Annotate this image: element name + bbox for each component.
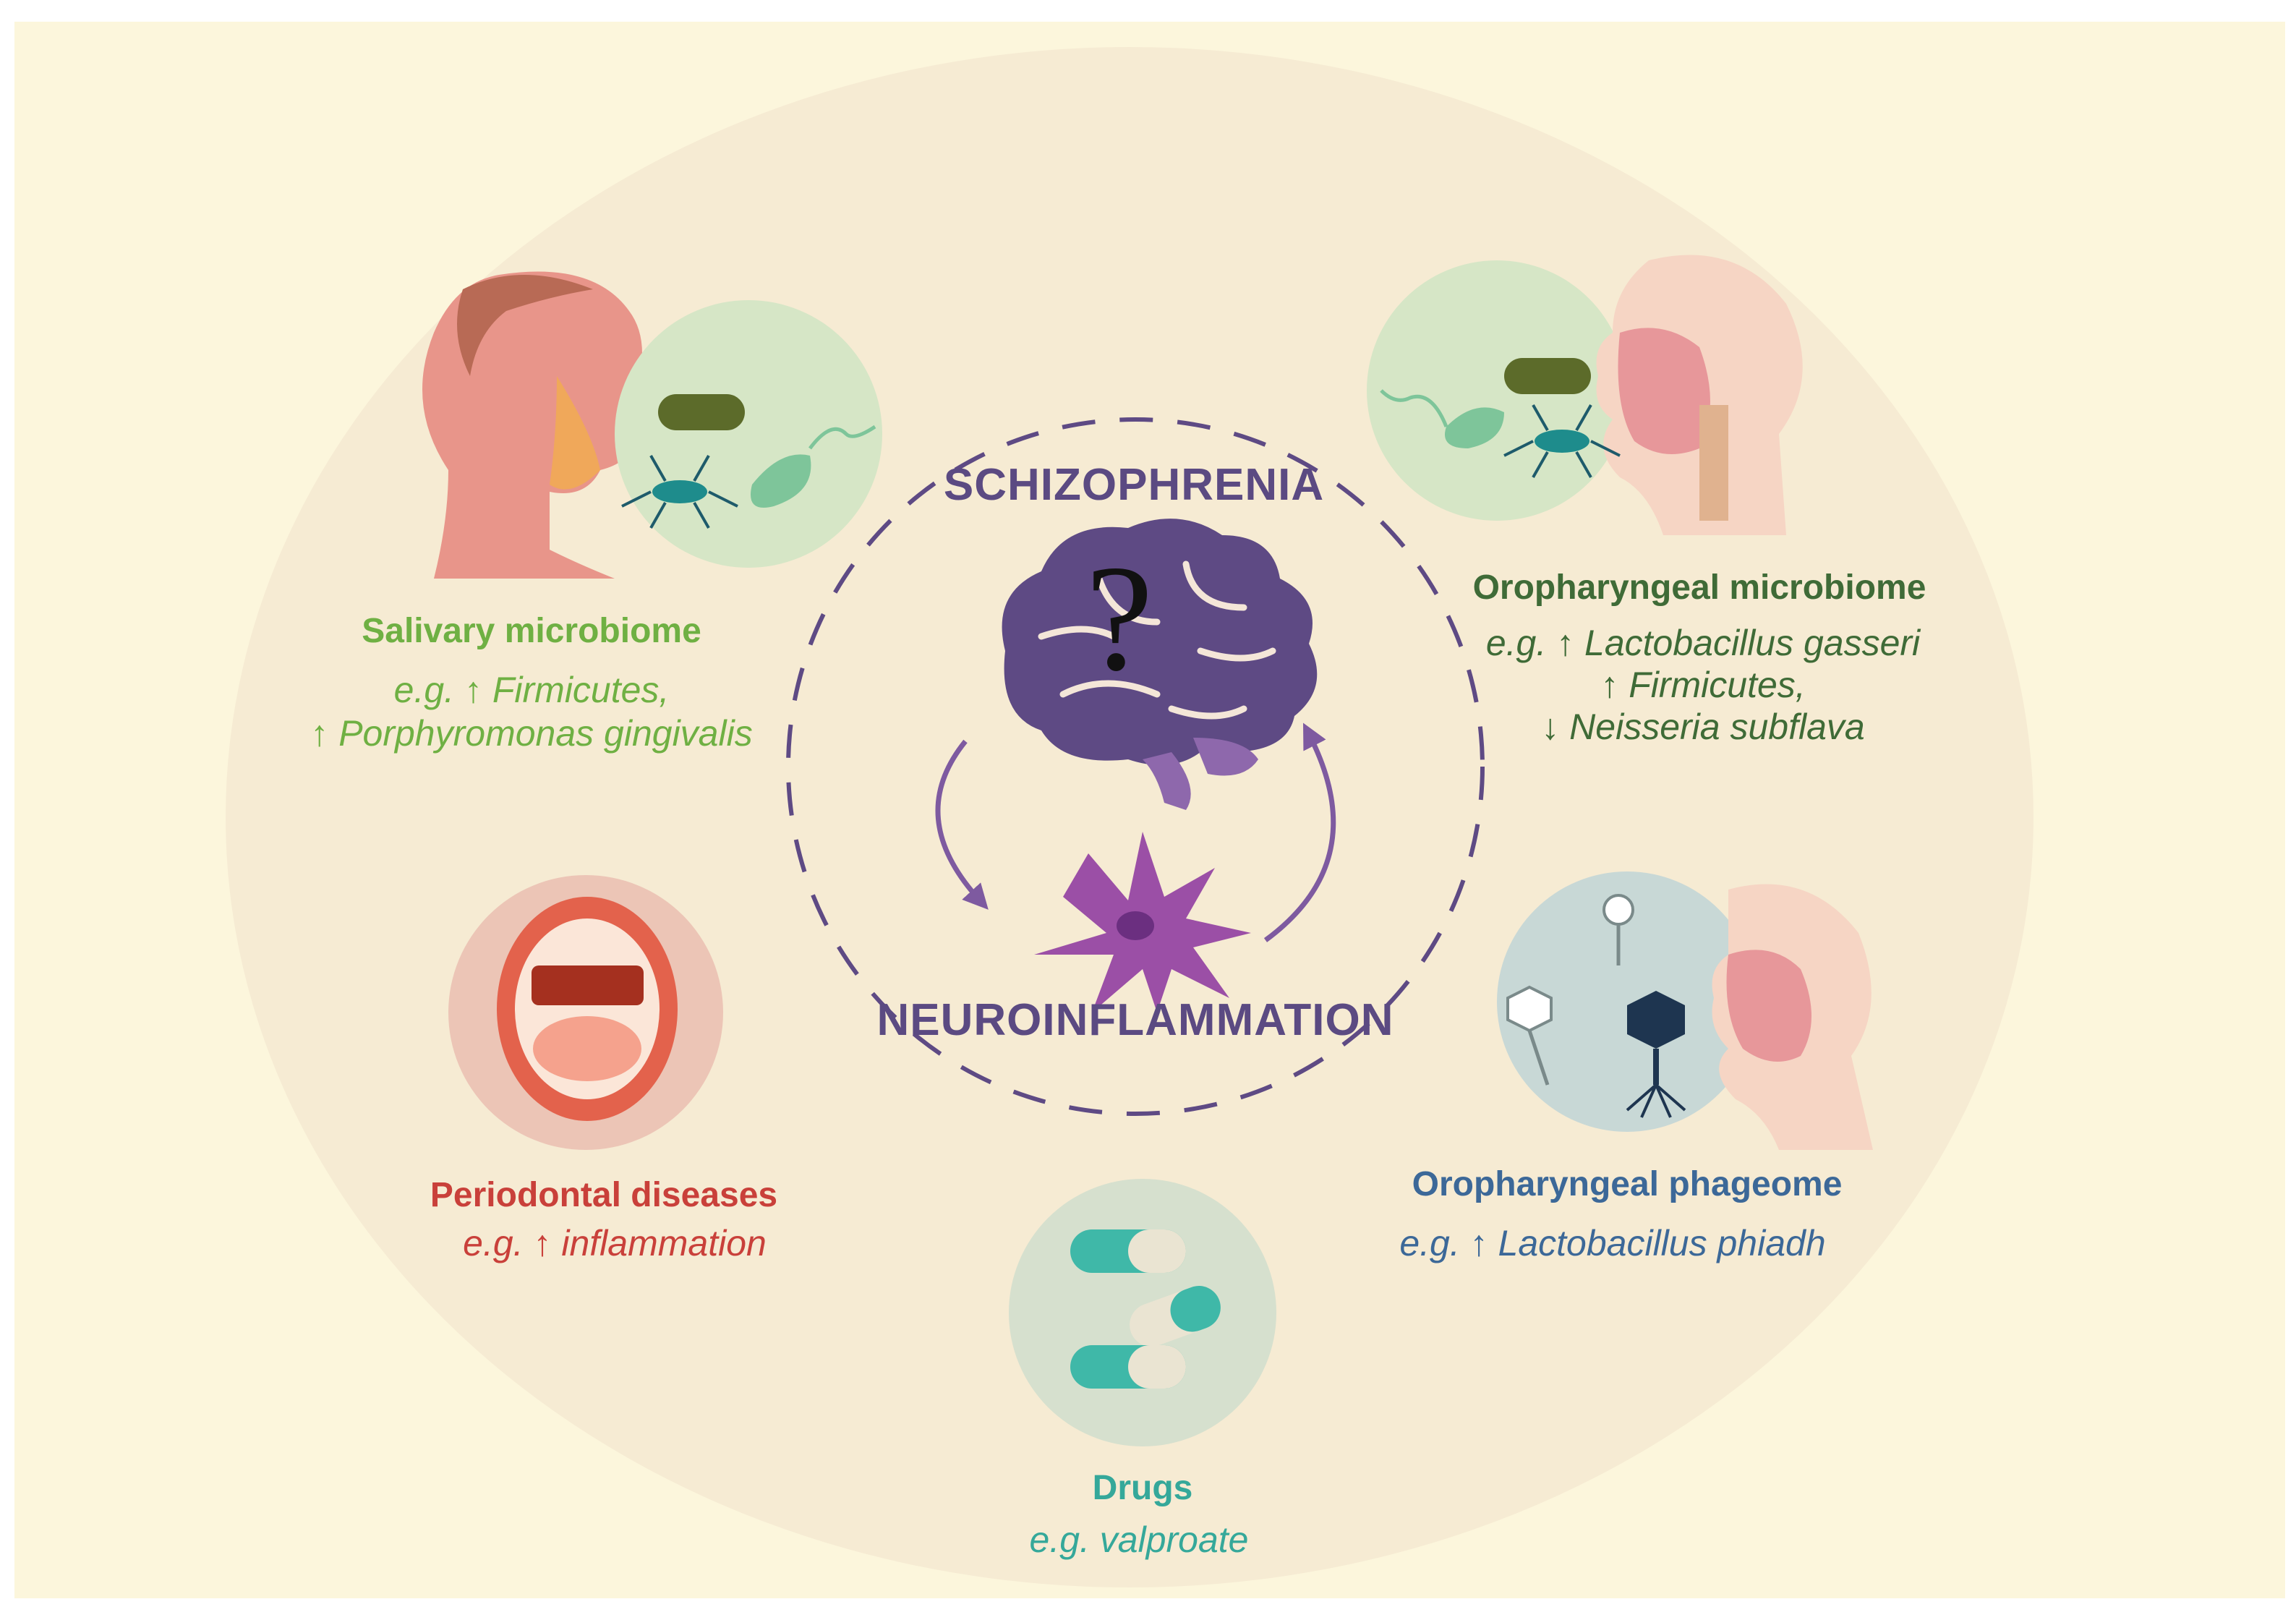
phage-icon: [1506, 894, 1686, 1118]
salivary-example-1: e.g. ↑ Firmicutes,: [393, 670, 670, 710]
question-mark: ?: [1085, 534, 1153, 702]
oropharyngeal-bacteria-circle: [1367, 260, 1627, 521]
drugs-title: Drugs: [1092, 1469, 1193, 1507]
salivary-bacteria-icon: [621, 394, 876, 529]
neuroinflammation-label: NEUROINFLAMMATION: [876, 995, 1394, 1045]
oropharyngeal-example-2: ↑ Firmicutes,: [1600, 665, 1806, 705]
brain-icon: [1002, 519, 1318, 810]
salivary-face-icon: [422, 271, 644, 579]
center-dashed-circle: [786, 417, 1485, 1116]
arrow-inflammation-to-brain: [1263, 722, 1336, 942]
capsule-icon: [1070, 1229, 1221, 1389]
periodontal-title: Periodontal diseases: [430, 1176, 778, 1214]
open-mouth-icon: [497, 897, 678, 1121]
phageome-title: Oropharyngeal phageome: [1412, 1165, 1843, 1203]
periodontal-example: e.g. ↑ inflammation: [463, 1223, 767, 1263]
oropharyngeal-head-section-icon: [1596, 255, 1803, 535]
drugs-example: e.g. valproate: [1029, 1519, 1249, 1560]
arrow-brain-to-inflammation: [935, 739, 989, 910]
oropharyngeal-bacteria-icon: [1380, 358, 1621, 478]
phageome-head-section-icon: [1712, 884, 1873, 1150]
phageome-example: e.g. ↑ Lactobacillus phiadh: [1399, 1223, 1826, 1263]
salivary-title: Salivary microbiome: [362, 612, 701, 650]
salivary-example-2: ↑ Porphyromonas gingivalis: [310, 713, 753, 754]
oropharyngeal-example-1: e.g. ↑ Lactobacillus gasseri: [1485, 623, 1921, 663]
oropharyngeal-microbiome-title: Oropharyngeal microbiome: [1472, 568, 1926, 607]
oropharyngeal-example-3: ↓ Neisseria subflava: [1541, 707, 1865, 747]
schizophrenia-label: SCHIZOPHRENIA: [943, 460, 1325, 510]
microglia-icon: [1034, 832, 1251, 1012]
phageome-phage-circle: [1497, 871, 1757, 1132]
salivary-bacteria-circle: [615, 300, 882, 568]
